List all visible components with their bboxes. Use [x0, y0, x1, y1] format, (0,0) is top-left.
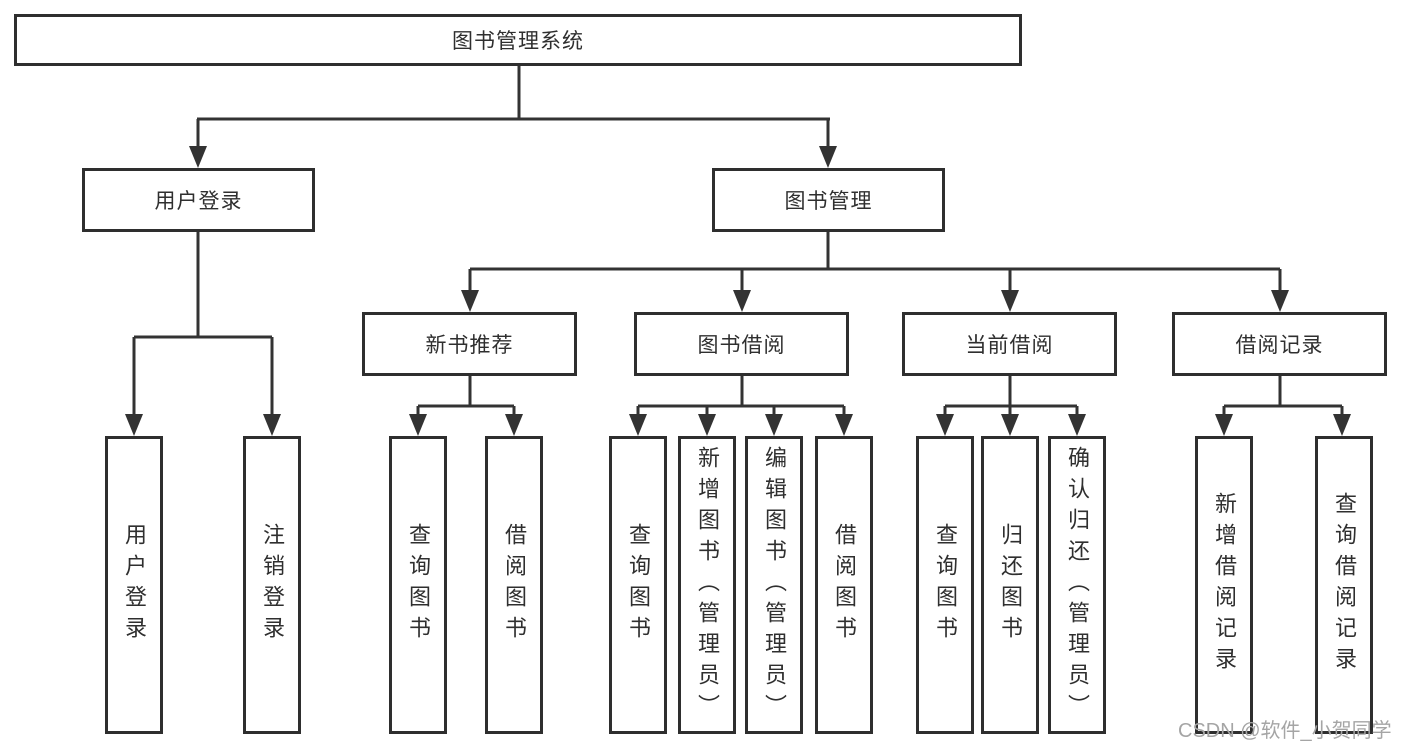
leaf-label: 查询借阅记录 [1332, 492, 1357, 678]
leaf-label: 查询图书 [626, 523, 651, 647]
arrow-down-icon [1068, 414, 1086, 436]
arrow-down-icon [936, 414, 954, 436]
leaf-label: 归还图书 [998, 523, 1023, 647]
leaf-label: 查询图书 [933, 523, 958, 647]
arrow-down-icon [819, 146, 837, 168]
arrow-down-icon [835, 414, 853, 436]
node-book-management: 图书管理 [712, 168, 945, 232]
arrow-down-icon [1333, 414, 1351, 436]
node-book-borrow: 图书借阅 [634, 312, 849, 376]
arrow-down-icon [189, 146, 207, 168]
leaf-label: 注销登录 [260, 523, 285, 647]
node-user-login: 用户登录 [82, 168, 315, 232]
leaf-label: 查询图书 [406, 523, 431, 647]
leaf-label: 新增图书（管理员） [695, 445, 720, 725]
node-library-system: 图书管理系统 [14, 14, 1022, 66]
arrowheads [125, 146, 1351, 436]
leaf-label: 新增借阅记录 [1212, 492, 1237, 678]
leaf-borrow-books: 借阅图书 [815, 436, 873, 734]
leaf-user-login: 用户登录 [105, 436, 163, 734]
arrow-down-icon [263, 414, 281, 436]
arrow-down-icon [1271, 290, 1289, 312]
leaf-add-borrow-record: 新增借阅记录 [1195, 436, 1253, 734]
arrow-down-icon [733, 290, 751, 312]
arrow-down-icon [409, 414, 427, 436]
arrow-down-icon [505, 414, 523, 436]
node-borrow-records: 借阅记录 [1172, 312, 1387, 376]
arrow-down-icon [1215, 414, 1233, 436]
leaf-add-books-admin: 新增图书（管理员） [678, 436, 736, 734]
leaf-label: 借阅图书 [502, 523, 527, 647]
leaf-logout: 注销登录 [243, 436, 301, 734]
csdn-watermark: CSDN @软件_小贺同学 [1178, 720, 1392, 742]
leaf-query-borrow-record: 查询借阅记录 [1315, 436, 1373, 734]
arrow-down-icon [629, 414, 647, 436]
node-new-book-recommend: 新书推荐 [362, 312, 577, 376]
node-current-borrow: 当前借阅 [902, 312, 1117, 376]
arrow-down-icon [1001, 290, 1019, 312]
leaf-label: 编辑图书（管理员） [762, 445, 787, 725]
leaf-query-books-current: 查询图书 [916, 436, 974, 734]
leaf-query-books-recommend: 查询图书 [389, 436, 447, 734]
leaf-label: 确认归还（管理员） [1065, 445, 1090, 725]
leaf-edit-books-admin: 编辑图书（管理员） [745, 436, 803, 734]
arrow-down-icon [1001, 414, 1019, 436]
leaf-return-books: 归还图书 [981, 436, 1039, 734]
arrow-down-icon [698, 414, 716, 436]
leaf-borrow-books-recommend: 借阅图书 [485, 436, 543, 734]
arrow-down-icon [461, 290, 479, 312]
leaf-label: 用户登录 [122, 523, 147, 647]
arrow-down-icon [765, 414, 783, 436]
leaf-label: 借阅图书 [832, 523, 857, 647]
leaf-confirm-return-admin: 确认归还（管理员） [1048, 436, 1106, 734]
leaf-query-books-borrow: 查询图书 [609, 436, 667, 734]
arrow-down-icon [125, 414, 143, 436]
